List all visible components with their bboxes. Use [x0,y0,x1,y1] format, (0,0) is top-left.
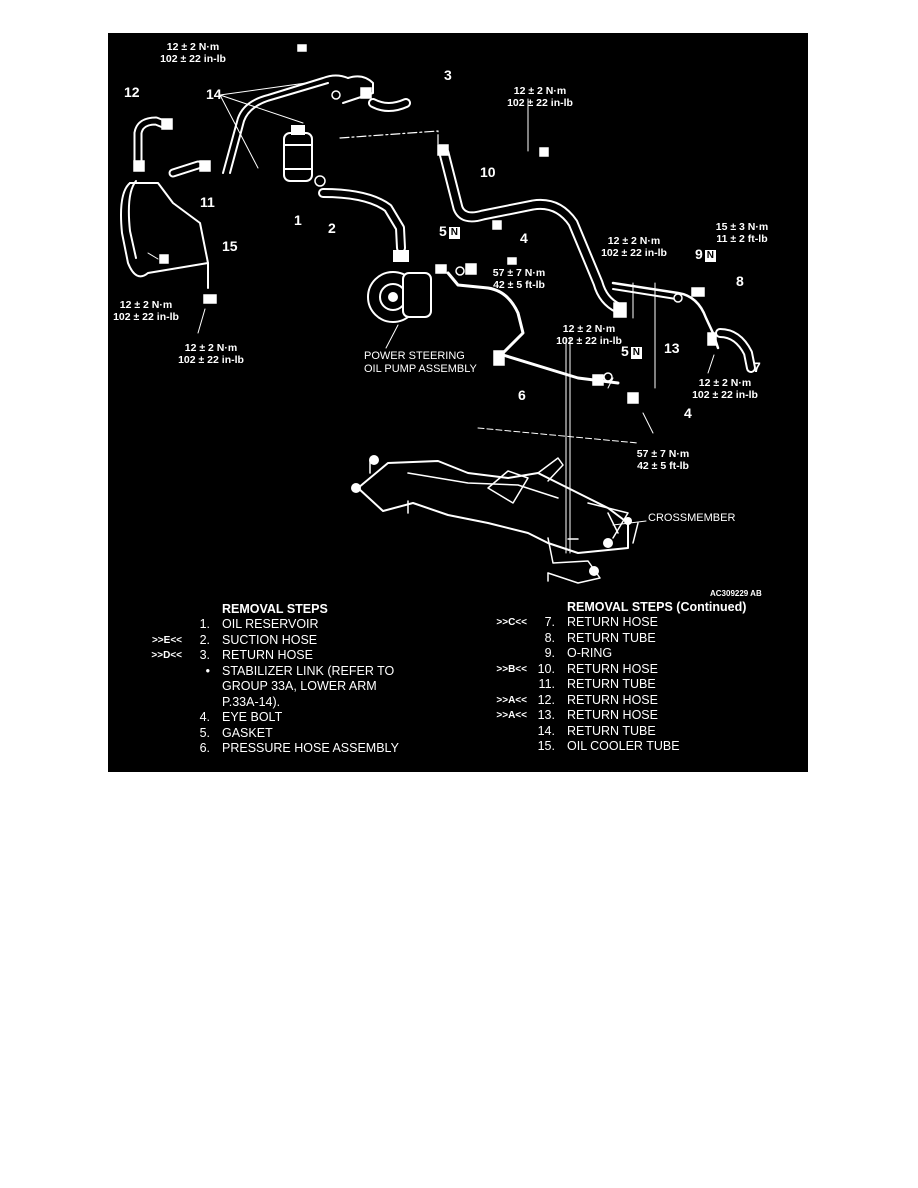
figure-code: AC309229 AB [710,589,762,598]
step-number: 9. [544,646,555,660]
step-number: 7. [544,615,555,629]
callout-10: 10 [480,164,496,180]
step-number: 13. [537,708,555,722]
step-text: O-RING [567,646,613,660]
callout-3: 3 [444,67,452,83]
return-tube-14 [222,74,349,174]
step-number: 15. [537,739,555,753]
torque-right-low: 12 ± 2 N·m 102 ± 22 in-lb [692,377,758,401]
step-number: 5. [199,725,210,740]
step-number: 6. [199,741,210,755]
parts-linework [120,44,756,584]
removal-steps-continued-heading: REMOVAL STEPS (Continued) [567,600,747,614]
torque-right-mid: 12 ± 2 N·m 102 ± 22 in-lb [601,235,667,259]
oil-reservoir-1 [283,125,313,182]
step-text: P.33A-14). [222,694,281,709]
step-text: OIL COOLER TUBE [567,739,680,753]
step-text: RETURN TUBE [567,723,656,738]
step-number: 2. [199,632,210,647]
step-text: GROUP 33A, LOWER ARM [222,679,377,693]
callout-11: 13 [664,340,680,356]
power-steering-oil-pump [367,250,432,323]
oil-cooler-tube-15 [120,182,209,289]
callout-6: 6 [518,387,526,403]
callout-12: 11 [200,194,215,210]
step-marker: >>C<< [496,617,527,628]
step-number: 10. [537,661,555,676]
step-marker: >>A<< [496,694,527,706]
step-text: GASKET [222,725,273,740]
callout-15: 15 [222,238,238,254]
step-marker: >>A<< [496,710,527,721]
step-marker: >>B<< [496,663,527,675]
step-text: RETURN TUBE [567,677,656,691]
step-number: 11. [538,677,555,691]
torque-eye-bolt-lower: 57 ± 7 N·m 42 ± 5 ft-lb [636,448,690,472]
step-number: 14. [537,723,555,738]
step-number: • [205,663,210,678]
callout-1: 1 [294,212,302,228]
step-text: STABILIZER LINK (REFER TO [222,663,395,678]
torque-center-mid: 12 ± 2 N·m 102 ± 22 in-lb [556,323,622,347]
step-number: 8. [544,630,555,645]
torque-left-low: 12 ± 2 N·m 102 ± 22 in-lb [178,342,244,366]
step-number: 12. [537,692,555,707]
return-tube-11 [611,281,720,350]
crossmember-label: CROSSMEMBER [648,512,736,524]
step-text: SUCTION HOSE [222,632,318,647]
step-number: 3. [199,648,210,662]
step-marker: >>D<< [151,650,182,661]
step-marker: >>E<< [151,634,182,646]
crossmember [357,460,629,554]
callout-8: 8 [736,273,744,289]
step-text: PRESSURE HOSE ASSEMBLY [222,741,399,755]
step-text: RETURN TUBE [567,630,656,645]
torque-eye-bolt-upper: 57 ± 7 N·m 42 ± 5 ft-lb [492,267,546,291]
step-text: RETURN HOSE [567,661,658,676]
n-mark-icon: N [448,227,461,239]
callout-14: 14 [206,86,222,102]
step-text: RETURN HOSE [567,615,658,629]
torque-top-right: 12 ± 2 N·m 102 ± 22 in-lb [507,85,573,109]
torque-top-left: 12 ± 2 N·m 102 ± 22 in-lb [160,41,226,65]
step-text: EYE BOLT [222,710,283,724]
callout-2: 2 [328,220,336,236]
step-text: OIL RESERVOIR [222,617,319,631]
n-mark-icon: N [630,347,643,359]
callout-13: 12 [124,84,140,100]
callout-4-upper: 4 [520,230,528,246]
torque-far-right: 15 ± 3 N·m 11 ± 2 ft-lb [715,221,769,245]
step-number: 1. [199,617,210,631]
step-text: RETURN HOSE [222,648,313,662]
step-text: RETURN HOSE [567,692,658,707]
pressure-hose-assembly-6 [446,271,525,355]
removal-steps-heading: REMOVAL STEPS [222,602,328,616]
callout-4-lower: 4 [684,405,692,421]
n-mark-icon: N [704,250,717,262]
torque-left-mid: 12 ± 2 N·m 102 ± 22 in-lb [113,299,179,323]
step-text: RETURN HOSE [567,708,658,722]
callout-7: 7 [753,359,761,375]
step-number: 4. [199,710,210,724]
pump-label: POWER STEERING OIL PUMP ASSEMBLY [364,350,477,375]
